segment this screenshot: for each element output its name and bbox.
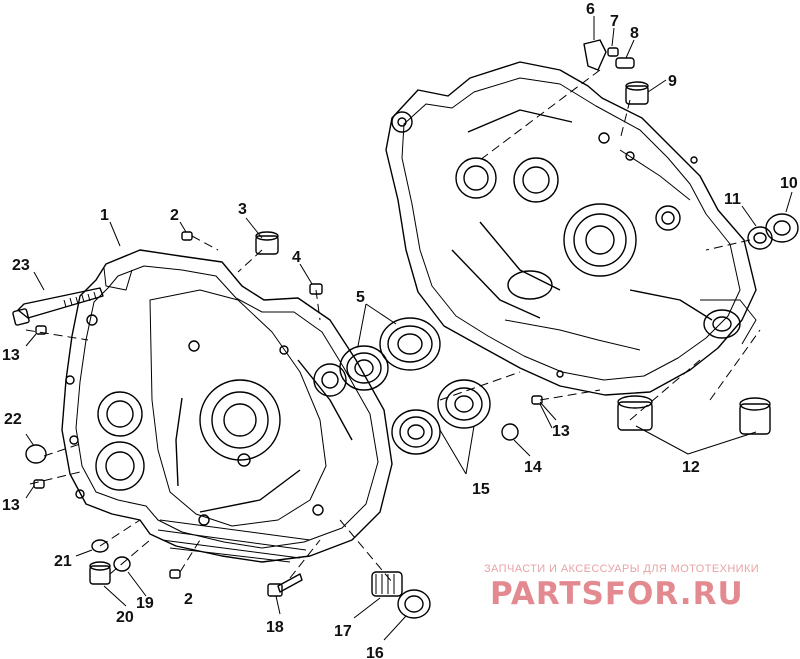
bolt-18 (267, 573, 303, 597)
right-crankcase-half (385, 61, 757, 396)
callout-21: 21 (54, 553, 72, 570)
bearing-5-large (379, 317, 441, 371)
callout-11: 11 (724, 191, 741, 208)
callout-3: 3 (238, 201, 247, 218)
screw-7 (607, 47, 619, 57)
dowel-4 (309, 283, 323, 295)
dowel-13-left-bottom (33, 479, 45, 489)
callout-13-top-left: 13 (2, 347, 20, 364)
bearing-5-small (339, 345, 389, 391)
drain-plug-20 (89, 561, 111, 585)
left-crankcase-half (61, 249, 393, 563)
bearing-15-lower (391, 409, 441, 455)
pin-2-top (181, 231, 193, 241)
callout-2-bottom: 2 (184, 591, 193, 608)
sleeve-12-right (739, 397, 771, 435)
callout-23: 23 (12, 257, 30, 274)
sleeve-3 (255, 231, 279, 255)
needle-bearing-17 (371, 571, 403, 597)
seal-10 (765, 213, 799, 243)
bushing-9 (625, 81, 649, 105)
seal-11 (747, 226, 773, 250)
dowel-13-left-top (35, 325, 47, 335)
ball-14 (501, 423, 519, 441)
callout-4: 4 (292, 249, 301, 266)
callout-5: 5 (356, 289, 365, 306)
bolt-8 (615, 57, 635, 69)
bracket-6 (583, 39, 607, 71)
bearing-15-upper (437, 379, 491, 429)
callout-16: 16 (366, 645, 384, 659)
callout-1: 1 (100, 207, 109, 224)
callout-12: 12 (682, 459, 700, 476)
assembly-lines (25, 69, 761, 583)
sleeve-12-left (617, 395, 653, 431)
callout-20: 20 (116, 609, 134, 626)
bolt-23 (12, 287, 104, 326)
leader-lines (25, 16, 793, 641)
callout-6: 6 (586, 1, 595, 18)
callout-17: 17 (334, 623, 352, 640)
callout-13-bottom-left: 13 (2, 497, 20, 514)
washer-19 (113, 556, 131, 572)
callout-8: 8 (630, 25, 639, 42)
callout-19: 19 (136, 595, 154, 612)
callout-2-top: 2 (170, 207, 179, 224)
callout-10: 10 (780, 175, 798, 192)
callout-14: 14 (524, 459, 542, 476)
watermark-tagline: ЗАПЧАСТИ И АКСЕССУАРЫ ДЛЯ МОТОТЕХНИКИ (484, 563, 760, 575)
callout-13-right: 13 (552, 423, 570, 440)
callout-18: 18 (266, 619, 284, 636)
callout-9: 9 (668, 73, 677, 90)
pin-2-bottom (169, 569, 181, 579)
plug-22 (25, 444, 47, 464)
watermark-logo: PARTSFOR.RU (490, 576, 744, 612)
seal-16 (397, 589, 431, 619)
callout-22: 22 (4, 411, 22, 428)
washer-21 (91, 539, 109, 553)
callout-7: 7 (610, 13, 619, 30)
callout-15: 15 (472, 481, 490, 498)
